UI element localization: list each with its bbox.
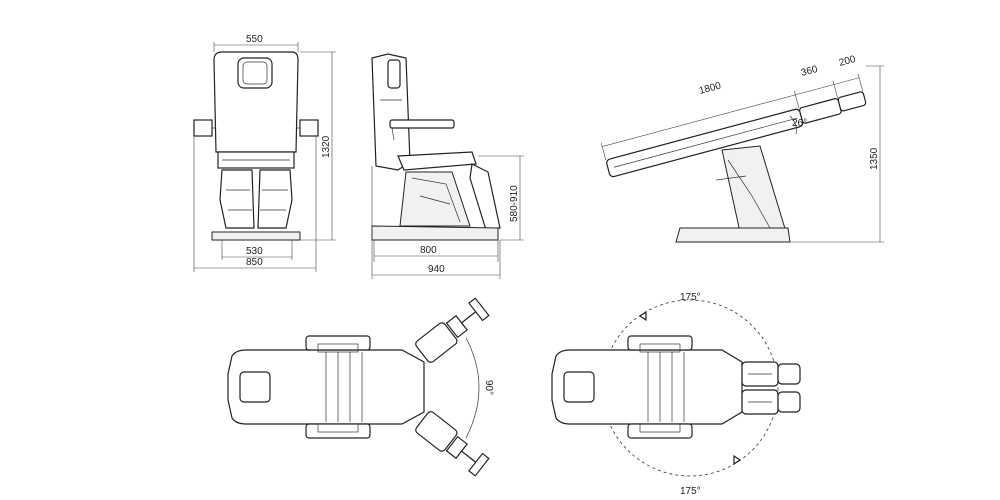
side-seat: [397, 151, 477, 171]
dim-base-length: 800: [420, 245, 437, 256]
top-legrest-lower: [415, 411, 458, 452]
top-legrest-upper: [415, 322, 458, 363]
front-backrest: [213, 51, 299, 153]
reclined-column: [721, 145, 787, 233]
reclined-view: 1800 360 200 26° 1350: [600, 54, 884, 243]
dim-height: 1320: [321, 135, 332, 158]
rotation-armrest-upper: [627, 335, 693, 351]
dim-overall-width: 850: [246, 257, 263, 268]
reclined-base: [675, 227, 791, 243]
dim-rotation-bottom: 175°: [680, 486, 701, 497]
front-legrest-left: [219, 169, 255, 229]
dim-leg-swing-angle: 90°: [483, 380, 494, 395]
dim-total-length: 1800: [698, 80, 723, 96]
side-legrest: [469, 163, 501, 231]
front-armrest-right: [299, 119, 319, 137]
top-head-pillow: [239, 371, 271, 403]
rotation-armrest-lower: [627, 423, 693, 439]
dim-head-section: 360: [800, 64, 819, 79]
dim-base-width: 530: [246, 246, 263, 257]
dim-max-height: 1350: [869, 147, 880, 170]
front-headrest: [237, 57, 273, 89]
top-armrest-upper: [305, 335, 371, 351]
dim-seat-height: 580-910: [509, 185, 520, 222]
rotation-head-pillow: [563, 371, 595, 403]
dim-seat-width: 550: [246, 34, 263, 45]
dim-headrest: 200: [838, 54, 857, 69]
reclined-headrest: [837, 91, 867, 112]
front-legrest-right: [257, 169, 293, 229]
dim-backrest-angle: 26°: [792, 118, 807, 129]
front-view: 550 1320 530 850: [193, 34, 336, 272]
side-base: [371, 225, 499, 241]
side-headrest: [387, 59, 401, 89]
top-leg-swing-arc: [465, 337, 480, 439]
side-view: 580-910 800 940: [371, 53, 524, 279]
dim-rotation-top: 175°: [680, 292, 701, 303]
front-base: [211, 231, 301, 241]
side-column: [399, 171, 471, 227]
top-view-rotation: 175° 175°: [551, 292, 801, 497]
top-armrest-lower: [305, 423, 371, 439]
dim-overall-length: 940: [428, 264, 445, 275]
front-armrest-left: [193, 119, 213, 137]
side-armrest: [389, 119, 455, 129]
rotation-body: [551, 349, 743, 425]
top-view-legs: 90°: [227, 297, 494, 477]
